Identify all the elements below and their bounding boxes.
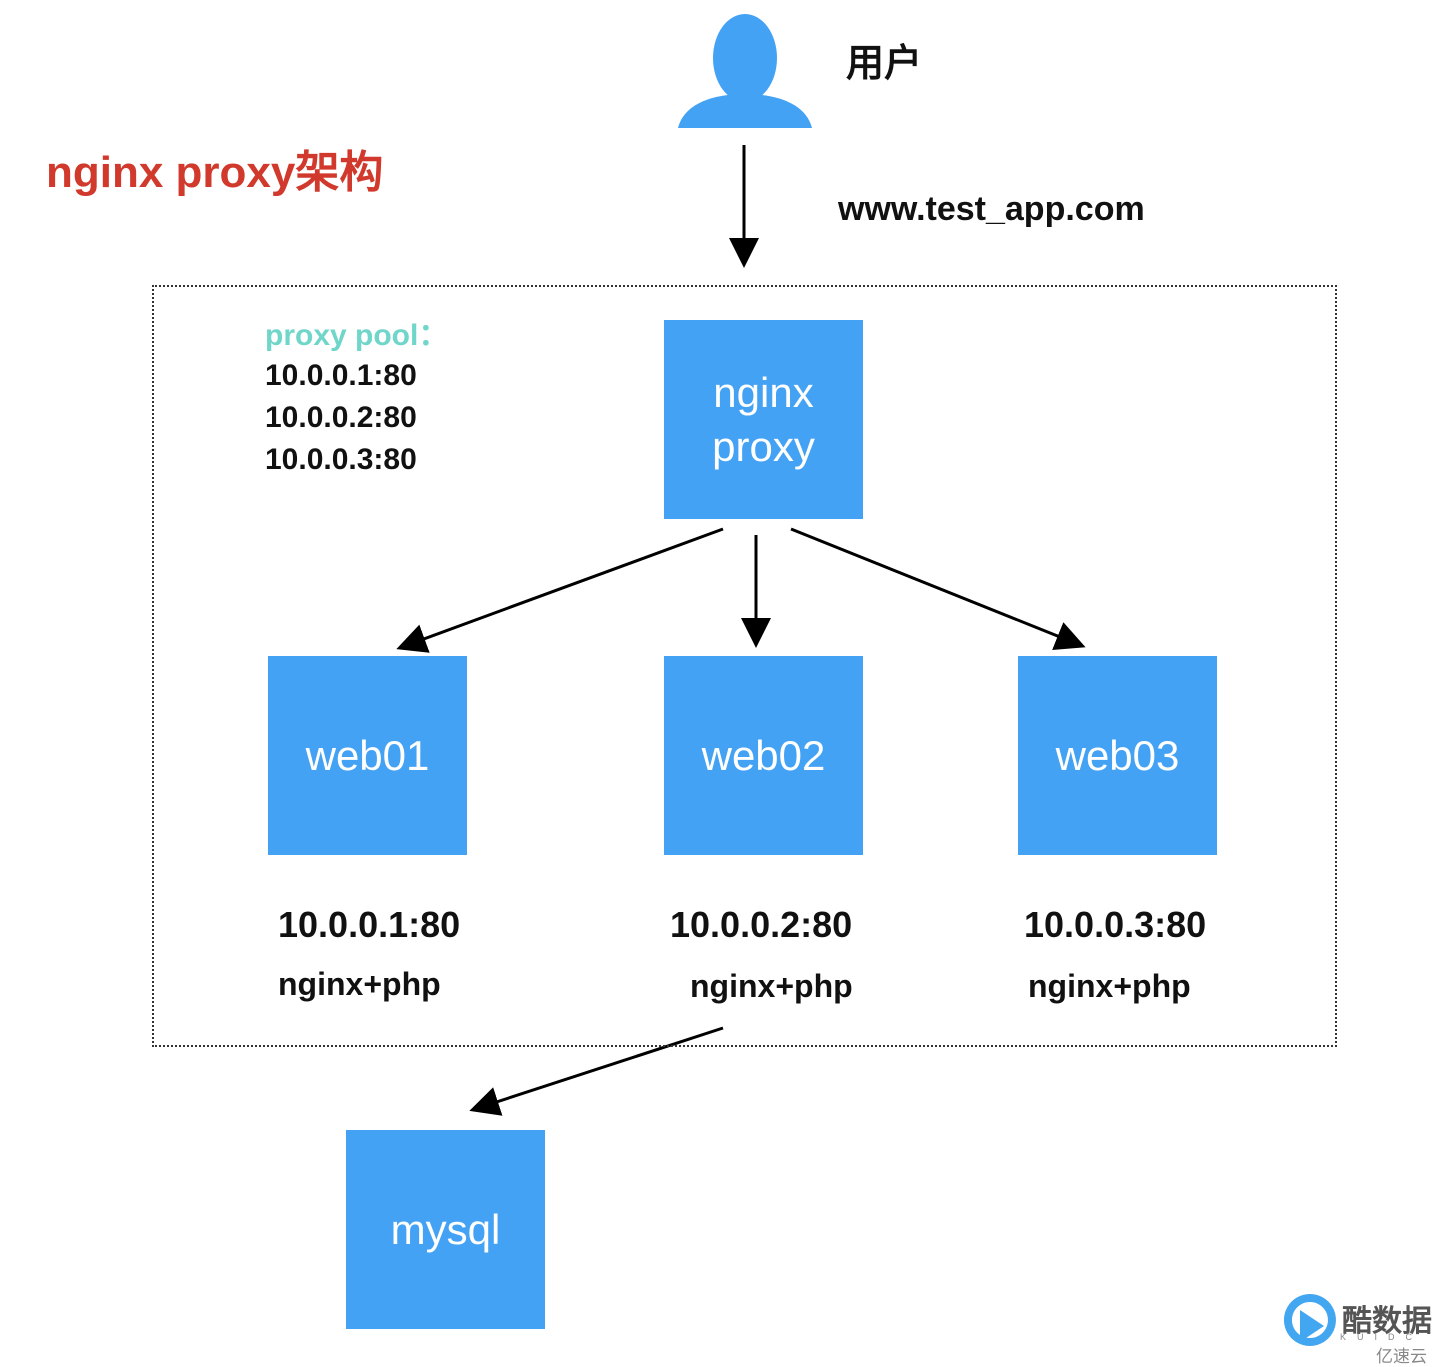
watermark-text: 酷数据 bbox=[1342, 1305, 1432, 1338]
web02-node: web02 bbox=[664, 656, 863, 855]
mysql-node: mysql bbox=[346, 1130, 545, 1329]
proxy-pool-entry: 10.0.0.3:80 bbox=[265, 443, 417, 476]
web02-role: nginx+php bbox=[690, 968, 853, 1004]
proxy-pool-list: 10.0.0.1:80 10.0.0.2:80 10.0.0.3:80 bbox=[265, 355, 417, 481]
web03-label: web03 bbox=[1055, 731, 1180, 779]
arrow-proxy-to-web01 bbox=[396, 527, 724, 653]
web01-node: web01 bbox=[268, 656, 467, 855]
arrow-web02-to-mysql bbox=[469, 1026, 724, 1116]
proxy-pool-title: proxy pool： bbox=[265, 319, 449, 352]
web01-address: 10.0.0.1:80 bbox=[278, 904, 461, 945]
domain-label: www.test_app.com bbox=[838, 190, 1145, 228]
nginx-proxy-label-line2: proxy bbox=[712, 422, 815, 470]
watermark-subtext: KUIDC bbox=[1340, 1332, 1424, 1342]
watermark-subtext-2: 亿速云 bbox=[1376, 1347, 1427, 1366]
server-cluster-boundary bbox=[152, 285, 1337, 1047]
diagram-title: nginx proxy架构 bbox=[46, 148, 384, 197]
web01-label: web01 bbox=[305, 731, 430, 779]
proxy-pool-entry: 10.0.0.2:80 bbox=[265, 401, 417, 434]
user-label: 用户 bbox=[846, 43, 923, 85]
web01-role: nginx+php bbox=[278, 966, 441, 1002]
web02-address: 10.0.0.2:80 bbox=[670, 904, 853, 945]
mysql-label: mysql bbox=[390, 1205, 501, 1253]
user-icon bbox=[678, 14, 812, 128]
web02-label: web02 bbox=[701, 731, 826, 779]
web03-node: web03 bbox=[1018, 656, 1217, 855]
brand-logo-icon bbox=[1283, 1294, 1336, 1346]
proxy-pool-entry: 10.0.0.1:80 bbox=[265, 359, 417, 392]
nginx-proxy-node: nginx proxy bbox=[664, 320, 863, 519]
web03-role: nginx+php bbox=[1028, 968, 1191, 1004]
web03-address: 10.0.0.3:80 bbox=[1024, 904, 1207, 945]
nginx-proxy-label-line1: nginx bbox=[713, 368, 814, 416]
arrow-proxy-to-web03 bbox=[790, 527, 1086, 650]
